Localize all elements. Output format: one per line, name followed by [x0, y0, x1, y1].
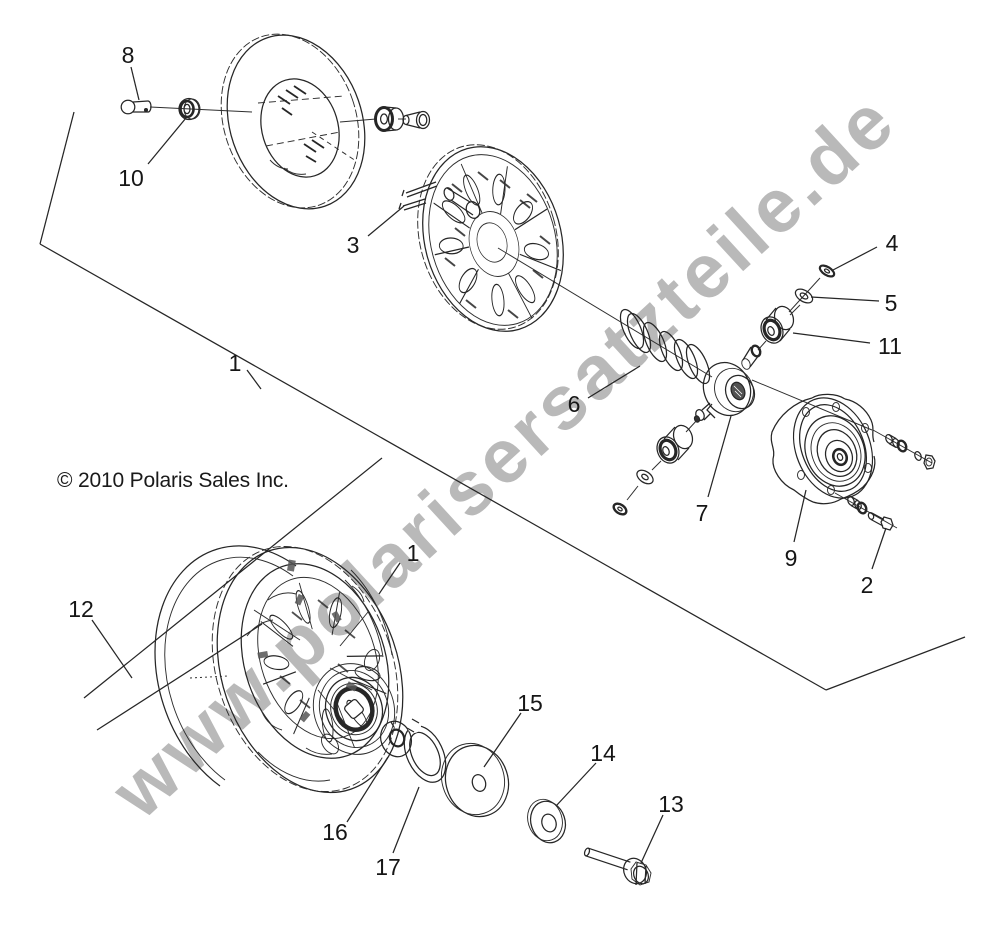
svg-text:9: 9	[785, 545, 798, 571]
svg-text:7: 7	[696, 500, 709, 526]
svg-text:12: 12	[68, 596, 94, 622]
svg-text:16: 16	[322, 819, 348, 845]
svg-text:6: 6	[568, 391, 581, 417]
svg-text:8: 8	[122, 42, 135, 68]
svg-text:3: 3	[347, 232, 360, 258]
svg-text:11: 11	[878, 333, 902, 359]
svg-text:2: 2	[861, 572, 874, 598]
svg-text:15: 15	[517, 690, 543, 716]
svg-text:14: 14	[590, 740, 616, 766]
svg-text:1: 1	[229, 350, 242, 376]
svg-text:17: 17	[375, 854, 401, 880]
svg-text:1: 1	[407, 540, 420, 566]
svg-text:4: 4	[886, 230, 899, 256]
svg-text:© 2010 Polaris Sales Inc.: © 2010 Polaris Sales Inc.	[57, 469, 289, 492]
svg-text:5: 5	[885, 290, 898, 316]
svg-text:13: 13	[658, 791, 684, 817]
svg-text:10: 10	[118, 165, 144, 191]
